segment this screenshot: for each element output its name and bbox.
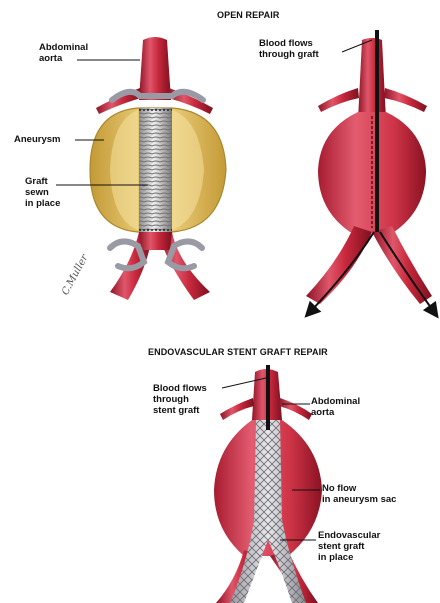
open-repair-title: OPEN REPAIR: [217, 10, 279, 20]
open-repair-right-figure: [306, 30, 434, 312]
endovascular-figure: [214, 365, 322, 603]
endovascular-title: ENDOVASCULAR STENT GRAFT REPAIR: [148, 347, 328, 357]
bottom-clamp-left: [110, 241, 144, 268]
label-blood-flows-stent: Blood flows through stent graft: [153, 383, 207, 416]
label-blood-flows-graft: Blood flows through graft: [259, 38, 319, 60]
right-upper-aorta: [358, 38, 386, 120]
label-abdominal-aorta-1: Abdominal aorta: [39, 42, 88, 64]
label-graft-sewn: Graft sewn in place: [25, 176, 60, 209]
upper-aorta: [139, 37, 171, 100]
flow-arrow-right: [380, 232, 434, 312]
label-abdominal-aorta-2: Abdominal aorta: [311, 396, 360, 418]
label-no-flow: No flow in aneurysm sac: [322, 483, 396, 505]
label-endovascular-in-place: Endovascular stent graft in place: [318, 530, 380, 563]
label-aneurysm: Aneurysm: [14, 134, 60, 145]
